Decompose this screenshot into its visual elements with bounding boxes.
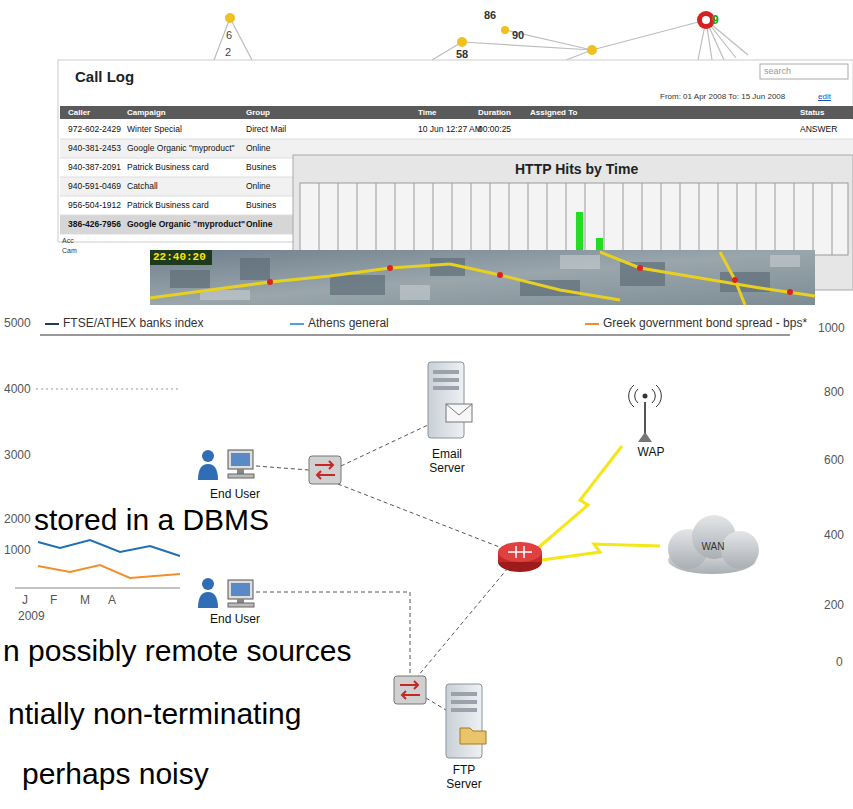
graph-node-label: 90	[512, 29, 524, 42]
table-cell: 972-602-2429	[68, 124, 121, 134]
server-label: FTP Server	[438, 762, 490, 793]
table-header: Assigned To	[530, 108, 577, 118]
graph-fragment	[214, 18, 748, 60]
legend-line	[585, 323, 599, 325]
timestamp: 22:40:20	[153, 251, 206, 264]
table-fragment: Cam	[62, 247, 77, 255]
axis-tick: 200	[824, 598, 844, 612]
table-cell: 10 Jun 12:27 AM	[418, 124, 482, 134]
table-cell: 940-387-2091	[68, 162, 121, 172]
axis-tick: 800	[824, 385, 844, 399]
table-cell: 940-591-0469	[68, 181, 121, 191]
table-header: Group	[246, 108, 270, 118]
network-diagram	[180, 345, 790, 809]
table-header: Caller	[68, 108, 90, 118]
date-range: From: 01 Apr 2008 To: 15 Jun 2008	[660, 92, 785, 102]
axis-tick: 4000	[4, 382, 31, 396]
legend-line	[45, 323, 59, 325]
legend-line	[290, 323, 304, 325]
axis-tick: 2000	[4, 512, 31, 526]
table-cell: Winter Special	[127, 124, 182, 134]
table-cell: Patrick Business card	[127, 200, 209, 210]
map-image	[150, 250, 815, 305]
axis-tick: 1000	[4, 543, 31, 557]
graph-node-label: 9	[712, 13, 719, 27]
axis-tick: 5000	[4, 316, 31, 330]
node-text: Email Server	[422, 447, 472, 476]
access-point-label: WAP	[636, 444, 667, 460]
axis-tick: 400	[824, 528, 844, 542]
panel-title: Call Log	[75, 68, 134, 86]
table-fragment: Acc	[62, 237, 74, 245]
axis-tick: 3000	[4, 448, 31, 462]
table-header: Duration	[478, 108, 511, 118]
table-cell: Patrick Business card	[127, 162, 209, 172]
slide-bullet: n possibly remote sources	[3, 634, 352, 668]
chart-title: HTTP Hits by Time	[515, 161, 638, 178]
legend-item: Athens general	[290, 316, 389, 330]
node-text: FTP Server	[440, 763, 488, 792]
table-cell: ANSWER	[800, 124, 837, 134]
user-label: End User	[208, 486, 262, 502]
table-cell: 940-381-2453	[68, 143, 121, 153]
node-text: WAN	[702, 541, 725, 553]
axis-tick: J	[22, 593, 28, 607]
table-cell: 956-504-1912	[68, 200, 121, 210]
axis-tick: 2009	[18, 609, 45, 623]
graph-hub-core	[702, 16, 710, 24]
node-text: WAP	[638, 445, 665, 459]
slide-bullet: stored in a DBMS	[34, 503, 269, 537]
graph-node-label: 2	[225, 46, 231, 59]
graph-dots	[225, 13, 597, 55]
slide-bullet: perhaps noisy	[22, 757, 209, 791]
axis-tick: F	[50, 593, 57, 607]
axis-tick: M	[80, 593, 90, 607]
node-text: End User	[210, 487, 260, 501]
axis-tick: 1000	[818, 321, 845, 335]
table-cell: Google Organic "myproduct"	[127, 143, 235, 153]
table-cell: Online	[246, 219, 272, 229]
table-header: Time	[418, 108, 437, 118]
server-label: Email Server	[420, 446, 474, 477]
axis-tick: A	[108, 593, 116, 607]
legend-text: Greek government bond spread - bps*	[603, 316, 807, 330]
table-cell: 386-426-7956	[68, 219, 121, 229]
table-header: Campaign	[127, 108, 166, 118]
table-cell: Catchall	[127, 181, 158, 191]
user-label: End User	[208, 611, 262, 627]
graph-node-label: 6	[226, 29, 232, 42]
axis-tick: 0	[836, 655, 843, 669]
table-cell: Direct Mail	[246, 124, 286, 134]
legend-text: Athens general	[308, 316, 389, 330]
graph-node-label: 58	[456, 48, 468, 61]
graph-node-label: 86	[484, 9, 496, 22]
edit-link: edit	[818, 92, 831, 102]
slide-bullet: ntially non-terminating	[8, 697, 301, 731]
axis-tick: 600	[824, 453, 844, 467]
table-cell: Busines	[246, 162, 276, 172]
node-text: End User	[210, 612, 260, 626]
table-cell: Online	[246, 181, 271, 191]
cloud-label: WAN	[700, 540, 727, 554]
legend-item: FTSE/ATHEX banks index	[45, 316, 204, 330]
table-cell: Google Organic "myproduct"	[127, 219, 245, 229]
legend-text: FTSE/ATHEX banks index	[63, 316, 204, 330]
table-header: Status	[800, 108, 824, 118]
table-cell: Busines	[246, 200, 276, 210]
search-box-text: search	[764, 66, 791, 77]
table-cell: Online	[246, 143, 271, 153]
table-cell: 00:00:25	[478, 124, 511, 134]
legend-item: Greek government bond spread - bps*	[585, 316, 807, 330]
